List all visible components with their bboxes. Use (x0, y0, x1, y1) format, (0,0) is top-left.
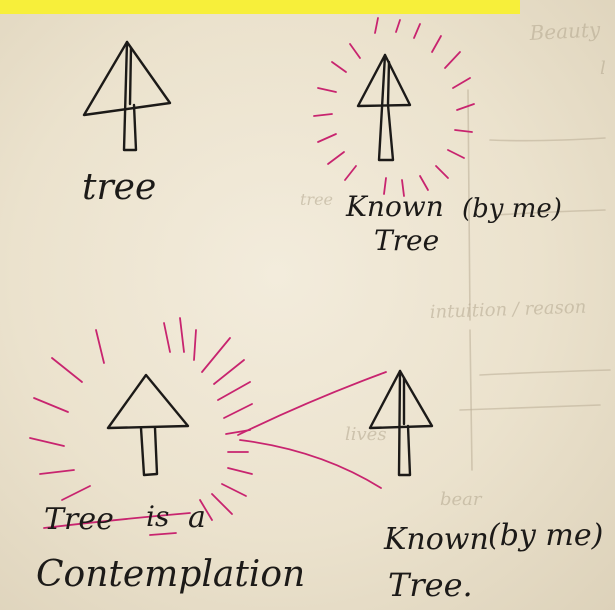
label-known: Known (346, 190, 444, 223)
tree-drawing-contemplation (106, 373, 190, 477)
tree-drawing-known (356, 53, 412, 162)
label-contemplation-a: a (188, 500, 206, 535)
label-tree: tree (82, 167, 157, 208)
bleed-through-writing: Beauty l tree intuition / reason lives b… (300, 17, 611, 510)
radiating-lines-known (313, 17, 475, 197)
svg-text:Beauty: Beauty (528, 17, 602, 45)
label-bottom-known: Known (384, 522, 489, 557)
yellow-highlight-strip (0, 0, 520, 14)
connector-lines (237, 371, 387, 489)
label-bottom-byme: (by me) (488, 518, 604, 553)
label-contemplation-is: is (146, 500, 170, 533)
strikethrough-marks (43, 512, 191, 536)
svg-text:l: l (600, 58, 606, 79)
svg-text:intuition / reason: intuition / reason (429, 297, 586, 323)
label-known-tree: Tree (374, 224, 440, 257)
label-bottom-tree: Tree. (388, 566, 473, 604)
svg-text:tree: tree (300, 190, 333, 209)
label-byme: (by me) (462, 194, 562, 224)
label-contemplation-tree: Tree (44, 502, 114, 537)
radiating-lines-contemplation (29, 317, 253, 521)
label-contemplation-word: Contemplation (36, 554, 306, 595)
tree-drawing-plain (82, 40, 172, 152)
svg-text:bear: bear (440, 489, 483, 510)
svg-text:lives: lives (345, 424, 387, 445)
tree-drawing-known-bottom (368, 369, 434, 477)
